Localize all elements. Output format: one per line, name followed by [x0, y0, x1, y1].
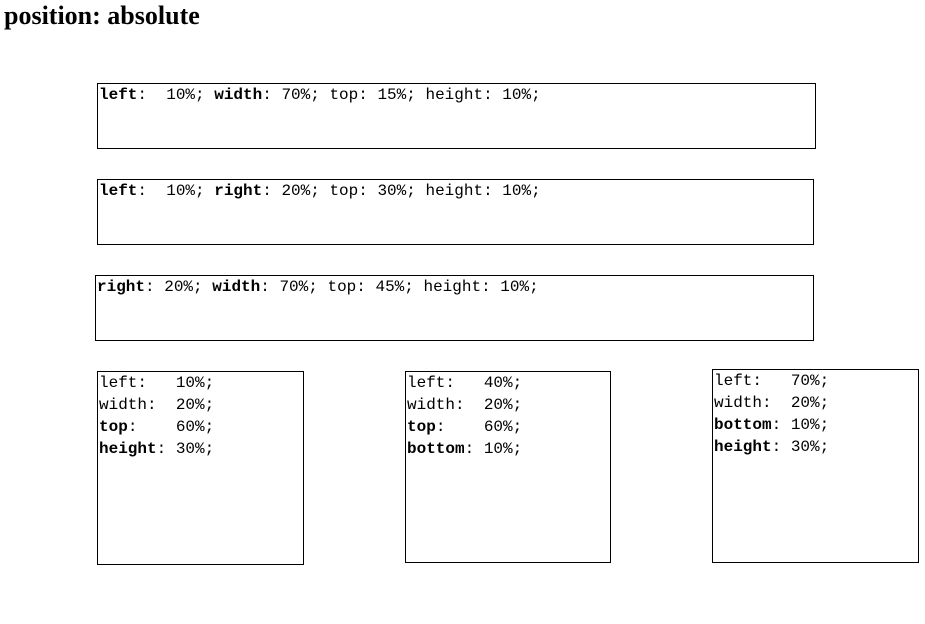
- property-text: : 30%;: [771, 438, 830, 456]
- property-name-bold: left: [99, 86, 138, 104]
- box-text-line: left: 10%;: [99, 372, 303, 394]
- property-name-bold: width: [212, 278, 261, 296]
- property-name-bold: top: [99, 418, 128, 436]
- box-text-line: width: 20%;: [714, 392, 918, 414]
- box-text-line: top: 60%;: [407, 416, 610, 438]
- positioned-box-3: right: 20%; width: 70%; top: 45%; height…: [95, 275, 814, 341]
- property-text: : 10%;: [137, 182, 215, 200]
- property-name-bold: right: [97, 278, 146, 296]
- property-text: : 30%;: [156, 440, 215, 458]
- property-text: : 10%;: [464, 440, 523, 458]
- positioned-box-6: left: 70%;width: 20%;bottom: 10%;height:…: [712, 369, 919, 563]
- property-text: : 60%;: [435, 418, 523, 436]
- property-name-bold: right: [214, 182, 263, 200]
- box-text-line: left: 10%; right: 20%; top: 30%; height:…: [99, 180, 813, 202]
- box-text-line: left: 10%; width: 70%; top: 15%; height:…: [99, 84, 815, 106]
- property-text: width: 20%;: [99, 396, 215, 414]
- property-text: : 10%;: [137, 86, 215, 104]
- property-name-bold: width: [214, 86, 263, 104]
- property-name-bold: bottom: [714, 416, 772, 434]
- property-text: left: 40%;: [407, 374, 523, 392]
- box-text-line: right: 20%; width: 70%; top: 45%; height…: [97, 276, 813, 298]
- box-text-line: width: 20%;: [407, 394, 610, 416]
- positioned-box-5: left: 40%;width: 20%;top: 60%;bottom: 10…: [405, 371, 611, 563]
- property-name-bold: height: [99, 440, 157, 458]
- box-text-line: width: 20%;: [99, 394, 303, 416]
- box-text-line: height: 30%;: [99, 438, 303, 460]
- property-name-bold: height: [714, 438, 772, 456]
- property-text: : 20%; top: 30%; height: 10%;: [262, 182, 541, 200]
- property-name-bold: top: [407, 418, 436, 436]
- page-title: position: absolute: [4, 1, 200, 30]
- property-text: left: 10%;: [99, 374, 215, 392]
- box-text-line: bottom: 10%;: [407, 438, 610, 460]
- box-text-line: left: 70%;: [714, 370, 918, 392]
- property-text: : 60%;: [127, 418, 215, 436]
- box-text-line: left: 40%;: [407, 372, 610, 394]
- box-text-line: top: 60%;: [99, 416, 303, 438]
- property-text: : 10%;: [771, 416, 830, 434]
- property-text: width: 20%;: [714, 394, 830, 412]
- property-text: width: 20%;: [407, 396, 523, 414]
- property-name-bold: left: [99, 182, 138, 200]
- positioned-box-1: left: 10%; width: 70%; top: 15%; height:…: [97, 83, 816, 149]
- box-text-line: bottom: 10%;: [714, 414, 918, 436]
- property-text: : 20%;: [145, 278, 213, 296]
- box-text-line: height: 30%;: [714, 436, 918, 458]
- property-text: left: 70%;: [714, 372, 830, 390]
- positioned-box-4: left: 10%;width: 20%;top: 60%;height: 30…: [97, 371, 304, 565]
- positioned-box-2: left: 10%; right: 20%; top: 30%; height:…: [97, 179, 814, 245]
- property-text: : 70%; top: 15%; height: 10%;: [262, 86, 541, 104]
- property-name-bold: bottom: [407, 440, 465, 458]
- property-text: : 70%; top: 45%; height: 10%;: [260, 278, 539, 296]
